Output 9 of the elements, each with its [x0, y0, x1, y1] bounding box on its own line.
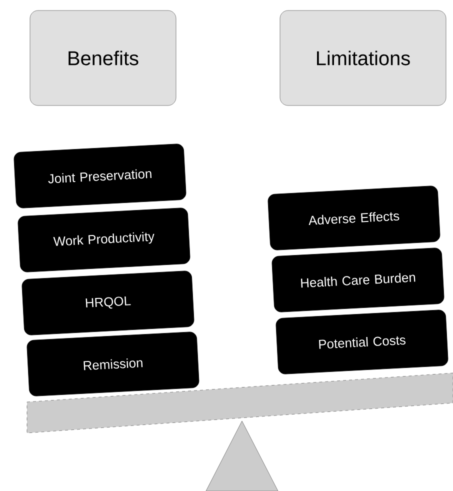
factor-box: Work Productivity	[18, 208, 190, 272]
factor-box: Adverse Effects	[268, 186, 440, 250]
heading-box: Benefits	[30, 10, 176, 106]
factor-box: Health Care Burden	[272, 248, 444, 312]
factor-box: HRQOL	[22, 270, 194, 336]
factor-box: Joint Preservation	[14, 144, 186, 208]
factor-box: Remission	[26, 332, 200, 396]
heading-box: Limitations	[280, 10, 446, 106]
factor-box: Potential Costs	[276, 310, 448, 374]
